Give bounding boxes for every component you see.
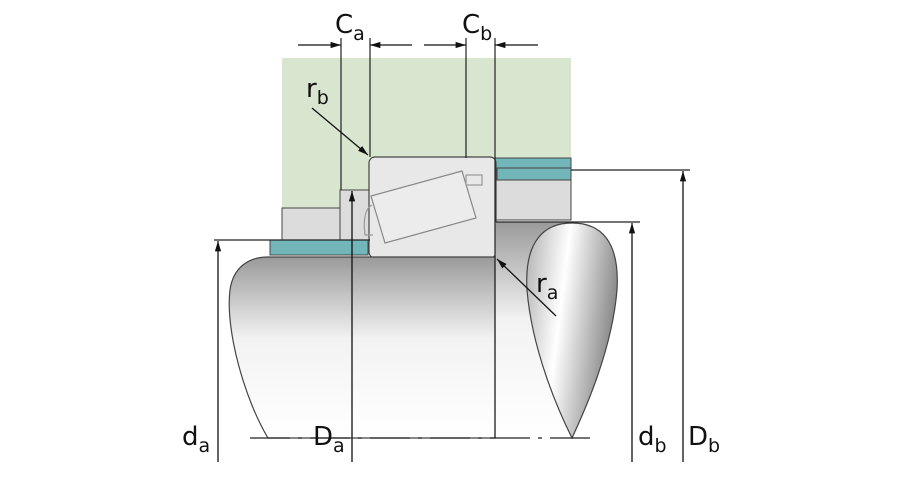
rb-arrow [311,107,369,156]
label-db: db [638,422,667,457]
label-Ca: Ca [335,10,365,45]
extension-lines [214,38,690,438]
shim-outer-2 [496,167,572,181]
label-Da: Da [313,422,345,457]
label-Db: Db [688,422,720,457]
label-Cb: Cb [462,10,492,45]
shim-inner [269,239,369,256]
label-ra: ra [536,269,558,304]
shaft [228,222,618,440]
label-da: da [182,422,210,457]
label-rb: rb [306,74,329,109]
tapered-roller-bearing [363,156,497,259]
ra-arrow [496,258,557,317]
